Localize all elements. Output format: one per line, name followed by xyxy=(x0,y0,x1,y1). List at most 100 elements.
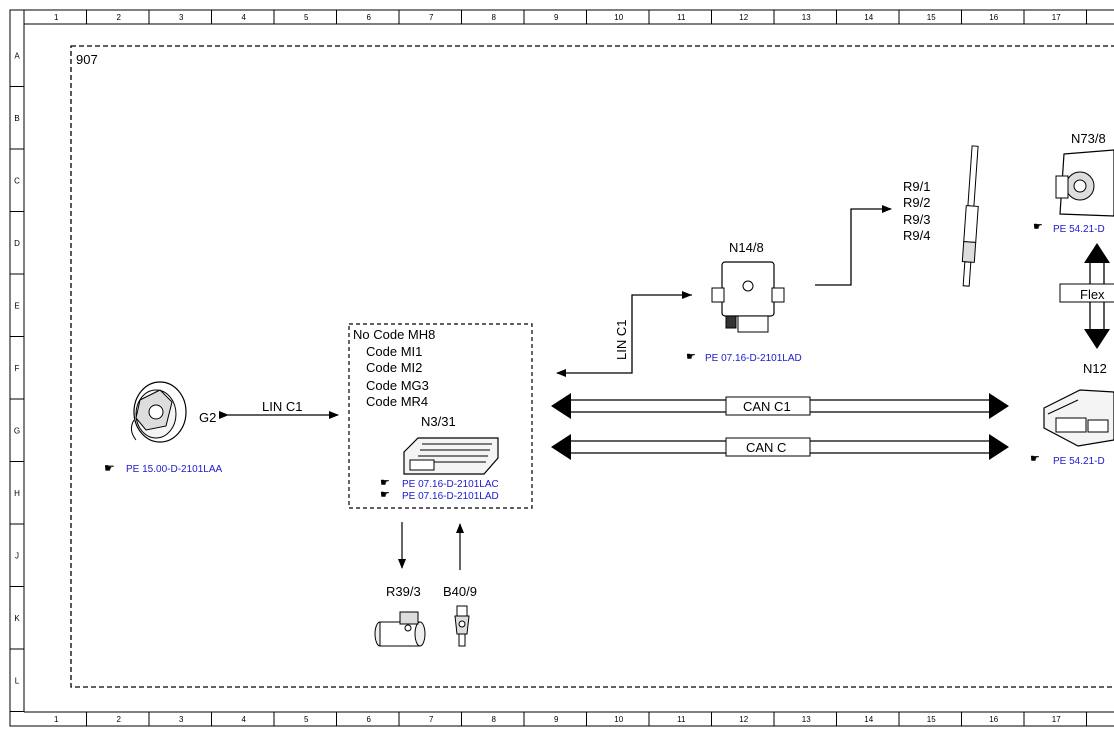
column-label-bottom-16: 16 xyxy=(989,715,998,724)
flex-bus xyxy=(1059,243,1114,349)
column-label-bottom-10: 10 xyxy=(614,715,623,724)
ref-link-n3-1[interactable]: ☛ PE 07.16-D-2101LAD xyxy=(380,489,499,502)
heater-r39-3-icon[interactable] xyxy=(374,611,426,647)
r9-label-3: R9/4 xyxy=(903,228,930,243)
ignition-switch-n73-icon[interactable] xyxy=(1055,149,1114,217)
column-label-bottom-12: 12 xyxy=(739,715,748,724)
column-label-bottom-9: 9 xyxy=(554,715,559,724)
column-label-bottom-5: 5 xyxy=(304,715,309,724)
frame-907 xyxy=(70,45,1114,688)
column-label-top-16: 16 xyxy=(989,13,998,22)
can-c1-bus xyxy=(551,393,1009,419)
r9-label-2: R9/3 xyxy=(903,212,930,227)
alternator-g2-icon[interactable] xyxy=(130,381,187,443)
column-label-top-15: 15 xyxy=(927,13,936,22)
column-label-top-5: 5 xyxy=(304,13,309,22)
column-label-bottom-3: 3 xyxy=(179,715,184,724)
n3-code-3: Code MG3 xyxy=(366,378,429,393)
n73-label: N73/8 xyxy=(1071,131,1106,146)
row-label-F: F xyxy=(15,364,20,373)
column-label-top-12: 12 xyxy=(739,13,748,22)
frame-id: 907 xyxy=(76,52,98,67)
ref-n12-text: PE 54.21-D xyxy=(1053,456,1105,467)
b40-9-label: B40/9 xyxy=(443,584,477,599)
control-unit-n12-icon[interactable] xyxy=(1043,389,1114,447)
n14-8-label: N14/8 xyxy=(729,240,764,255)
ref-link-n73[interactable]: ☛ PE 54.21-D xyxy=(1033,221,1105,235)
column-grid: 1122334455667788991010111112121313141415… xyxy=(54,10,1087,726)
g2-label: G2 xyxy=(199,410,216,425)
pointing-hand-icon: ☛ xyxy=(380,477,390,489)
column-label-bottom-4: 4 xyxy=(242,715,247,724)
lin-c1-n14-line xyxy=(556,294,692,377)
glow-plug-line xyxy=(815,205,892,286)
row-label-C: C xyxy=(14,176,20,185)
lin-c1-g2-label: LIN C1 xyxy=(262,399,302,414)
ref-link-n14-8[interactable]: ☛ PE 07.16-D-2101LAD xyxy=(686,351,802,364)
column-label-top-11: 11 xyxy=(677,13,686,22)
ref-link-g2[interactable]: ☛ PE 15.00-D-2101LAA xyxy=(104,461,223,475)
column-label-bottom-17: 17 xyxy=(1052,715,1061,724)
n3-code-1: Code MI1 xyxy=(366,344,422,359)
pointing-hand-icon: ☛ xyxy=(1033,221,1043,233)
pointing-hand-icon: ☛ xyxy=(104,461,115,475)
n12-label: N12 xyxy=(1083,361,1107,376)
column-label-top-2: 2 xyxy=(117,13,122,22)
ref-g2-text: PE 15.00-D-2101LAA xyxy=(126,464,223,475)
column-label-top-1: 1 xyxy=(54,13,59,22)
column-label-bottom-13: 13 xyxy=(802,715,811,724)
column-label-top-3: 3 xyxy=(179,13,184,22)
lin-c1-n14-label: LIN C1 xyxy=(614,320,629,360)
column-label-bottom-15: 15 xyxy=(927,715,936,724)
column-label-top-7: 7 xyxy=(429,13,434,22)
ref-n14-8-text: PE 07.16-D-2101LAD xyxy=(705,353,802,364)
row-label-G: G xyxy=(14,426,20,435)
sensor-b40-9-icon[interactable] xyxy=(454,605,470,647)
pointing-hand-icon: ☛ xyxy=(686,351,696,363)
n3-31-label: N3/31 xyxy=(421,414,456,429)
r39-3-label: R39/3 xyxy=(386,584,421,599)
column-label-top-13: 13 xyxy=(802,13,811,22)
sheet-border: 1122334455667788991010111112121313141415… xyxy=(9,9,1114,727)
n3-code-2: Code MI2 xyxy=(366,360,422,375)
n3-code-4: Code MR4 xyxy=(366,394,428,409)
column-label-top-4: 4 xyxy=(242,13,247,22)
row-label-D: D xyxy=(14,239,20,248)
can-c-label: CAN C xyxy=(746,440,786,455)
column-label-top-9: 9 xyxy=(554,13,559,22)
row-label-H: H xyxy=(14,489,20,498)
column-label-bottom-11: 11 xyxy=(677,715,686,724)
ref-n3-0-text: PE 07.16-D-2101LAC xyxy=(402,479,499,490)
ecu-n3-31-icon[interactable] xyxy=(403,437,499,475)
can-c1-label: CAN C1 xyxy=(743,399,791,414)
column-label-top-8: 8 xyxy=(492,13,497,22)
ref-link-n12[interactable]: ☛ PE 54.21-D xyxy=(1030,453,1105,467)
glow-plug-r9-icon[interactable] xyxy=(961,145,979,287)
n3-31-box xyxy=(348,323,533,509)
column-label-bottom-1: 1 xyxy=(54,715,59,724)
column-label-top-17: 17 xyxy=(1052,13,1061,22)
r9-label-1: R9/2 xyxy=(903,195,930,210)
pointing-hand-icon: ☛ xyxy=(1030,453,1040,465)
pointing-hand-icon: ☛ xyxy=(380,489,390,501)
column-label-bottom-2: 2 xyxy=(117,715,122,724)
r9-label-0: R9/1 xyxy=(903,179,930,194)
row-label-J: J xyxy=(15,551,19,560)
row-label-L: L xyxy=(15,676,20,685)
column-label-top-6: 6 xyxy=(367,13,372,22)
ref-n73-text: PE 54.21-D xyxy=(1053,224,1105,235)
can-c-bus xyxy=(551,434,1009,460)
row-label-K: K xyxy=(14,614,20,623)
ref-link-n3-0[interactable]: ☛ PE 07.16-D-2101LAC xyxy=(380,477,499,490)
flex-label: Flex xyxy=(1080,287,1105,302)
column-label-top-14: 14 xyxy=(864,13,873,22)
column-label-bottom-8: 8 xyxy=(492,715,497,724)
column-label-top-10: 10 xyxy=(614,13,623,22)
column-label-bottom-6: 6 xyxy=(367,715,372,724)
row-label-B: B xyxy=(14,114,19,123)
column-label-bottom-7: 7 xyxy=(429,715,434,724)
glow-control-n14-8-icon[interactable] xyxy=(711,261,785,333)
column-label-bottom-14: 14 xyxy=(864,715,873,724)
